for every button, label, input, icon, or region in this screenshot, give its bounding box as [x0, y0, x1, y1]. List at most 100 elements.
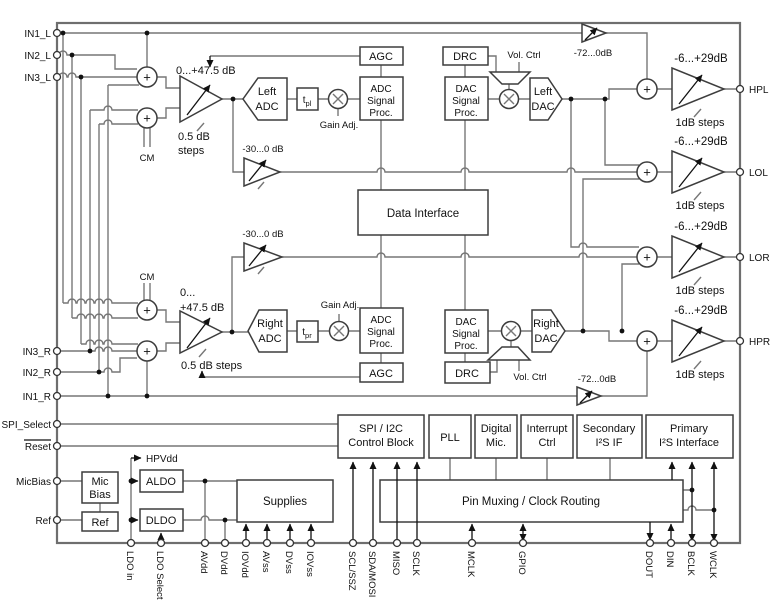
- summer-right-2: [136, 340, 158, 362]
- vol-ctrl-bottom-shape: [486, 346, 532, 361]
- agc-top-block: [359, 46, 404, 66]
- pin-label-dvdd: DVdd: [218, 551, 229, 575]
- summer-hpr: [636, 330, 658, 352]
- pin-label-din: DIN: [664, 551, 675, 568]
- hp72-top-label: -72...0dB: [574, 48, 613, 59]
- adc-sp-bot-l1: ADC: [370, 315, 391, 326]
- pin-label-ref: Ref: [35, 516, 51, 527]
- summer-plus-signs: + + + + + + + +: [143, 70, 651, 359]
- summer-hpl: [636, 78, 658, 100]
- pll-label: PLL: [440, 432, 460, 444]
- dac-routing: [562, 88, 639, 342]
- adc-sp-top-l3: Proc.: [369, 108, 392, 119]
- tpl-label: tpl: [303, 95, 312, 108]
- arrow-lines: [131, 27, 718, 543]
- pga-left-steps-l2: steps: [178, 145, 205, 157]
- dac-sp-bot-l2: Signal: [452, 329, 480, 340]
- vol-ctrl-bottom-label: Vol. Ctrl: [513, 372, 546, 383]
- output-wires: [657, 88, 736, 342]
- dac-signal-proc-bottom-block: [444, 309, 489, 354]
- dac-signal-proc-top-block: [444, 76, 489, 121]
- right-dac-l1: Right: [533, 318, 559, 330]
- pin-label-in1r: IN1_R: [23, 392, 51, 403]
- adc-sp-bot-l3: Proc.: [369, 339, 392, 350]
- summer-right-1: [136, 299, 158, 321]
- pin-label-miso: MISO: [390, 551, 401, 575]
- hpr-gain-label: -6...+29dB: [674, 305, 728, 317]
- plus-sign: +: [143, 70, 151, 85]
- spi-i2c-l2: Control Block: [348, 437, 414, 449]
- lor-gain-label: -6...+29dB: [674, 221, 728, 233]
- wiper-pga-left: [186, 84, 211, 116]
- pin-label-dout: DOUT: [643, 551, 654, 578]
- adc-signal-proc-top-block: [359, 76, 404, 121]
- pin-label-iovdd: IOVdd: [239, 551, 250, 578]
- digital-mic-l2: Mic.: [486, 437, 506, 449]
- pin-label-hpl: HPL: [749, 85, 769, 96]
- pin-label-iovss: IOVss: [304, 551, 315, 577]
- pin-label-in2l: IN2_L: [24, 51, 51, 62]
- wiper-bypass-bottom: [248, 244, 267, 267]
- wiper-lol: [678, 157, 703, 188]
- dac-sp-bot-l1: DAC: [455, 317, 476, 328]
- pin-label-avdd: AVdd: [198, 551, 209, 574]
- step-tick: [196, 108, 702, 370]
- data-interface-label: Data Interface: [387, 208, 459, 220]
- drc-bottom-label: DRC: [455, 368, 479, 380]
- pin-label-in1l: IN1_L: [24, 29, 51, 40]
- tpl-block: [296, 87, 319, 111]
- dac-sp-top-l1: DAC: [455, 84, 476, 95]
- plus-sign: +: [143, 344, 151, 359]
- pin-label-scl-ssz: SCL/SSZ: [346, 551, 357, 591]
- supplies-label: Supplies: [263, 496, 307, 508]
- wiper-lor: [678, 242, 703, 273]
- tpr-block: [296, 320, 319, 343]
- dac-sp-top-l3: Proc.: [454, 108, 477, 119]
- ref-block: [81, 511, 119, 532]
- secondary-i2s-block: [576, 414, 643, 459]
- pin-label-in3r: IN3_R: [23, 347, 51, 358]
- dldo-block: [139, 508, 184, 532]
- left-dac-l1: Left: [534, 86, 552, 98]
- pin-label-ldo-in: LDO in: [124, 551, 135, 581]
- bypass-gain-top-label: -30...0 dB: [242, 144, 283, 155]
- pin-muxing-block: [379, 479, 684, 523]
- left-pga-amp: [179, 74, 224, 124]
- plus-sign: +: [643, 165, 651, 180]
- primary-i2s-l2: I²S Interface: [659, 437, 719, 449]
- dac-sp-bot-l3: Proc.: [454, 341, 477, 352]
- lor-steps-label: 1dB steps: [676, 285, 725, 297]
- right-adc-block: [247, 309, 288, 353]
- tpr-label: tpr: [302, 327, 312, 340]
- vol-ctrl-top-label: Vol. Ctrl: [507, 50, 540, 61]
- drc-top-block: [442, 46, 489, 66]
- cm-bottom-label: CM: [140, 272, 155, 283]
- summer-left-1: [136, 66, 158, 88]
- wiper-hpl: [678, 74, 703, 105]
- adc-signal-proc-bottom-block: [359, 307, 404, 354]
- hp-bypass-wire: [601, 32, 648, 397]
- plus-sign: +: [643, 250, 651, 265]
- pga-right-steps-label: 0.5 dB steps: [181, 360, 243, 372]
- secondary-i2s-l2: I²S IF: [596, 437, 623, 449]
- wiper-hpr: [678, 326, 703, 357]
- aldo-block: [139, 469, 184, 493]
- data-interface-block: [357, 189, 489, 236]
- right-adc-l2: ADC: [258, 333, 281, 345]
- blocks: [81, 22, 734, 532]
- spi-i2c-block: [337, 414, 425, 459]
- mic-bias-l2: Bias: [89, 489, 111, 501]
- multiplier-x-icon: [332, 93, 517, 337]
- pin-labels: IN1_L IN2_L IN3_L IN3_R IN2_R IN1_R SPI_…: [2, 29, 771, 600]
- left-adc-block: [242, 77, 288, 121]
- wire: [464, 55, 532, 373]
- digital-mic-l1: Digital: [481, 423, 512, 435]
- pin-label-avss: AVss: [260, 551, 271, 573]
- wire: [99, 458, 714, 543]
- pin-label-in3l: IN3_L: [24, 73, 51, 84]
- junction-dots: [60, 30, 717, 523]
- analog-routing-wires: [280, 32, 736, 397]
- interrupt-ctrl-l2: Ctrl: [538, 437, 555, 449]
- dac-chain-wires: [464, 55, 532, 373]
- pin-label-lol: LOL: [749, 168, 768, 179]
